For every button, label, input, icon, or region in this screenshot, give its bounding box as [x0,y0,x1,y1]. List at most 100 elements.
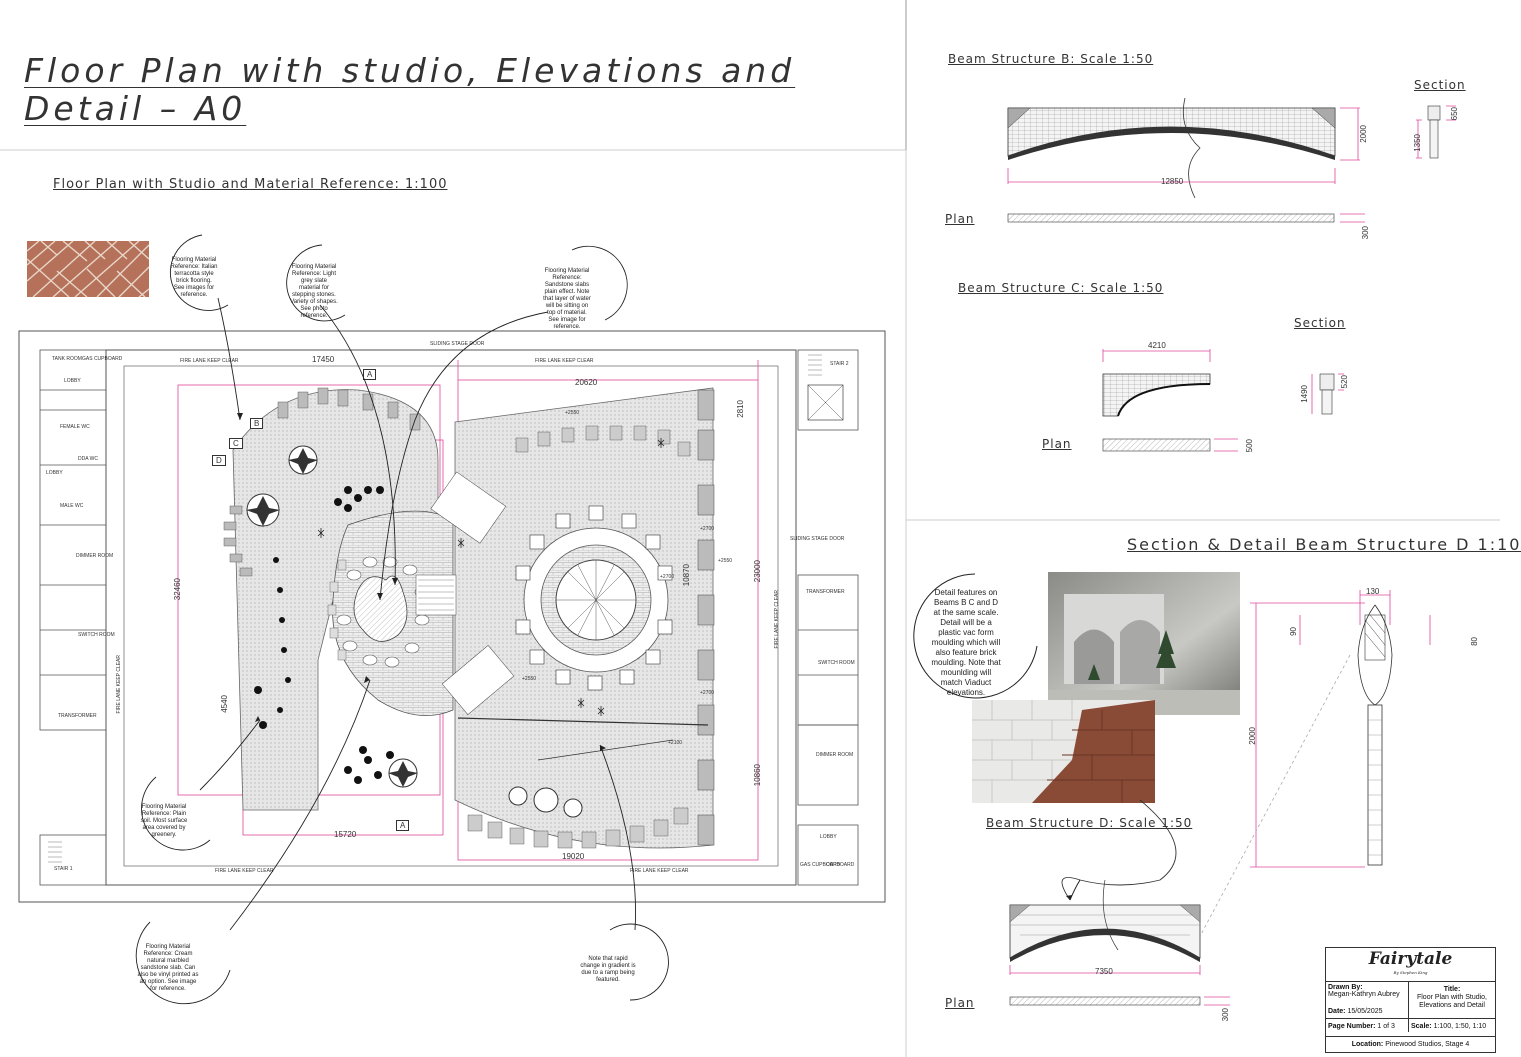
model-photo [1048,572,1240,715]
title-block: Fairytale By Stephen King Drawn By: Mega… [1325,947,1496,1053]
scale-value: 1:100, 1:50, 1:10 [1433,1023,1487,1030]
beam-c-plan-label: Plan [1042,437,1072,451]
logo-text: Fairytale [1368,949,1453,969]
room-transformer: TRANSFORMER [58,713,97,719]
room-switch-2: SWITCH ROOM [818,660,855,666]
sheet-title: Floor Plan with studio, Elevations and D… [24,51,796,128]
title-block-title: Title: Floor Plan with Studio, Elevation… [1410,986,1494,1010]
note-slate: Flooring Material Reference: Light grey … [290,264,338,319]
beam-d-plan-depth: 300 [1221,1008,1230,1022]
beam-d-heading: Beam Structure D: Scale 1:50 [986,816,1193,830]
detail-d-heading: Section & Detail Beam Structure D 1:10 [1127,535,1521,554]
room-lobby-3: LOBBY [820,834,837,840]
beam-b-height: 2000 [1359,125,1368,143]
date-block: Date: 15/05/2025 [1328,1008,1383,1015]
beam-b-section-h2: 650 [1450,107,1459,121]
room-lobby: LOBBY [64,378,81,384]
section-mark-a-bottom: A [396,820,410,831]
beam-d-width: 7350 [1095,967,1113,976]
beam-d-detail-section [1189,590,1431,956]
sliding-door-top: SLIDING STAGE DOOR [430,341,485,347]
detail-dim-2000: 2000 [1248,727,1257,745]
room-stair-2: STAIR 2 [830,361,849,367]
room-dda-wc: DDA WC [78,456,98,462]
room-dimmer: DIMMER ROOM [76,553,114,559]
location-label: Location: [1351,1041,1384,1048]
beam-c-elevation [1102,349,1238,452]
beam-b-section-h1: 1350 [1413,134,1422,152]
note-ramp: Note that rapid change in gradient is du… [580,956,636,983]
level-2: +2700 [700,526,715,532]
detail-dim-90: 90 [1289,627,1298,636]
room-male-wc: MALE WC [60,503,84,509]
beam-c-section-h2: 520 [1340,375,1349,389]
beam-b-elevation [1007,97,1365,223]
drawn-by-value: Megan-Kathryn Aubrey [1328,991,1400,998]
fire-lane-bottom-right: FIRE LANE KEEP CLEAR [630,868,689,874]
fire-lane-top-left: FIRE LANE KEEP CLEAR [180,358,239,364]
title-block-logo: Fairytale By Stephen King [1326,948,1495,982]
beam-c-plan-depth: 500 [1245,439,1254,453]
room-lobby-2: LOBBY [46,470,63,476]
room-gas-cupboard-2: GAS CUPBOARD [800,862,841,868]
note-terracotta: Flooring Material Reference: Italian ter… [170,257,218,298]
room-switch: SWITCH ROOM [78,632,115,638]
drawn-by-label: Drawn By: [1328,984,1363,991]
location-block: Location: Pinewood Studios, Stage 4 [1326,1041,1495,1048]
level-6: +2550 [718,558,733,564]
beam-b-section [1416,105,1456,159]
section-mark-a-top: A [363,369,377,380]
brick-moulding-photo [972,700,1155,803]
fire-lane-top-right: FIRE LANE KEEP CLEAR [535,358,594,364]
detail-note-bubble [913,573,1038,699]
beam-c-section-label: Section [1294,316,1346,330]
scale-block: Scale: 1:100, 1:50, 1:10 [1411,1023,1486,1030]
beam-c-heading: Beam Structure C: Scale 1:50 [958,281,1164,295]
location-value: Pinewood Studios, Stage 4 [1385,1041,1470,1048]
terracotta-texture-swatch [26,240,150,298]
detail-dim-80: 80 [1470,637,1479,646]
beam-b-width: 12850 [1161,177,1184,186]
beam-d-elevation [1009,799,1230,1006]
detail-note: Detail features on Beams B C and D at th… [931,588,1001,697]
beam-b-plan-depth: 300 [1361,226,1370,240]
room-female-wc: FEMALE WC [60,424,90,430]
room-dimmer-2: DIMMER ROOM [816,752,854,758]
level-3: +2550 [522,676,537,682]
room-gas-cupboard: GAS CUPBOARD [82,356,123,362]
level-7: +2100 [668,740,683,746]
room-tank: TANK ROOM [52,356,82,362]
beam-c-section-h1: 1490 [1300,385,1309,403]
note-soil: Flooring Material Reference: Plain soil.… [140,804,188,838]
scale-label: Scale: [1411,1023,1432,1030]
logo-subtitle: By Stephen King [1393,970,1428,975]
floor-plan-drawing [18,330,886,903]
section-mark-b: B [250,418,264,429]
dim-20620: 20620 [575,378,598,387]
date-value: 15/05/2025 [1347,1008,1383,1015]
beam-b-section-label: Section [1414,78,1466,92]
fire-lane-bottom-left: FIRE LANE KEEP CLEAR [215,868,274,874]
level-5: +2700 [660,574,675,580]
section-mark-d: D [212,455,226,466]
dim-17450: 17450 [312,355,335,364]
note-marble: Flooring Material Reference: Cream natur… [137,944,199,992]
room-cupboard: CUPBOARD [826,862,855,868]
page-number-block: Page Number: 1 of 3 [1328,1023,1395,1030]
beam-c-width: 4210 [1148,341,1166,350]
section-mark-c: C [229,438,243,449]
beam-d-plan-label: Plan [945,996,975,1010]
title-label: Title: [1443,986,1461,993]
note-sandstone: Flooring Material Reference: Sandstone s… [543,268,591,330]
floor-plan-heading: Floor Plan with Studio and Material Refe… [53,177,448,192]
detail-dim-130: 130 [1366,587,1380,596]
room-stair-1: STAIR 1 [54,866,73,872]
dim-15720: 15720 [334,830,357,839]
level-1: +2550 [565,410,580,416]
dim-19020: 19020 [562,852,585,861]
sliding-door-right: SLIDING STAGE DOOR [790,536,845,542]
page-value: 1 of 3 [1377,1023,1395,1030]
beam-b-plan-label: Plan [945,212,975,226]
note-leaders [135,234,669,1005]
